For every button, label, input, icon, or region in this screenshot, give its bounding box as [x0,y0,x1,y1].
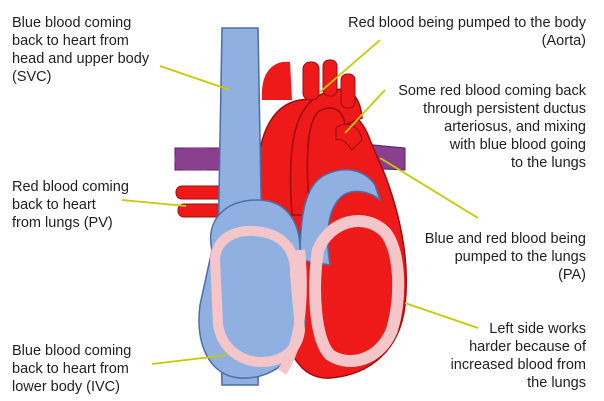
label-left-side: Left side works harder because of increa… [451,320,586,392]
label-pulmonary-veins: Red blood coming back to heart from lung… [12,178,129,232]
label-ductus-arteriosus: Some red blood coming back through persi… [398,82,586,172]
label-aorta: Red blood being pumped to the body (Aort… [348,14,586,50]
label-ivc: Blue blood coming back to heart from low… [12,342,131,396]
label-pulmonary-artery: Blue and red blood being pumped to the l… [425,230,586,284]
label-svc: Blue blood coming back to heart from hea… [12,14,149,86]
